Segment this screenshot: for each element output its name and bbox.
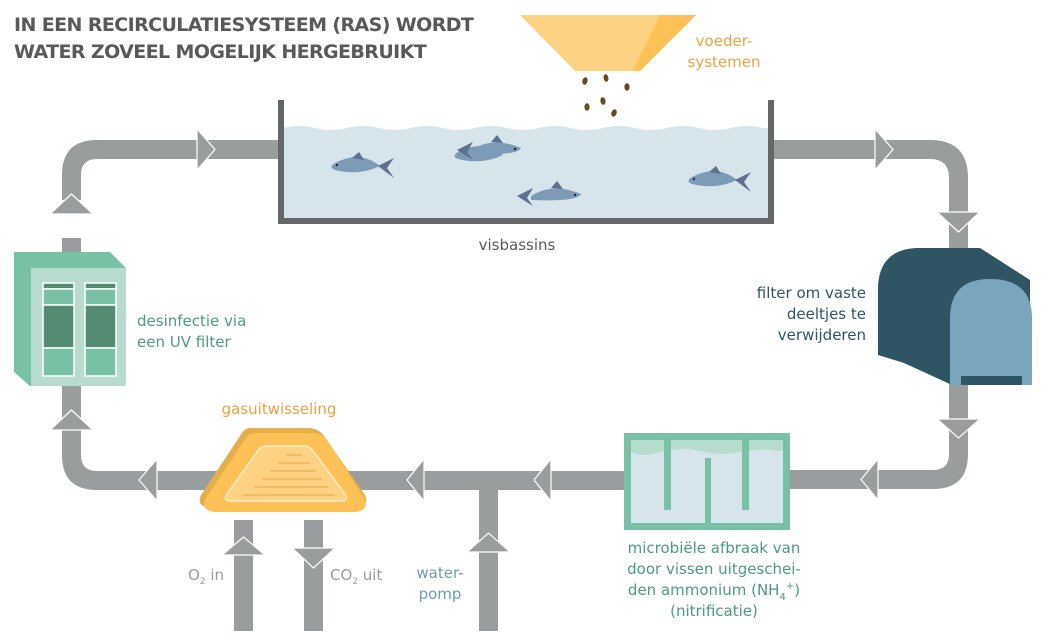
fish — [457, 135, 521, 160]
feeder-hopper — [520, 15, 696, 117]
arrow-up-icon — [220, 536, 267, 556]
arrow-right-icon — [196, 127, 216, 172]
biofilter-tank — [624, 433, 790, 530]
arrow-right-icon — [874, 127, 894, 172]
co2-out-label: CO2 uit — [330, 566, 382, 587]
biofilter-label-1: microbiële afbraak van — [628, 539, 801, 557]
feeder-label-1: voeder- — [696, 32, 753, 50]
pipe-uv-to-tank — [62, 140, 282, 200]
pump-label-1: water- — [416, 564, 463, 582]
flow-arrows — [48, 127, 982, 569]
gas-exchange-label: gasuitwisseling — [222, 400, 337, 418]
solids-filter — [878, 248, 1032, 385]
uv-label-2: een UV filter — [137, 333, 231, 351]
arrow-up-icon — [48, 193, 95, 215]
pipe-co2-out — [304, 520, 323, 631]
arrow-down-icon — [290, 547, 337, 569]
gas-exchange-unit — [199, 428, 367, 512]
solids-filter-label-3: verwijderen — [778, 326, 866, 344]
fish — [688, 166, 751, 192]
feed-pellets — [582, 74, 630, 117]
solids-filter-label-1: filter om vaste — [757, 284, 866, 302]
arrow-down-icon — [935, 211, 982, 233]
uv-filter-unit — [14, 252, 126, 386]
o2-in-label: O2 in — [188, 566, 224, 587]
uv-lamp — [84, 282, 117, 377]
arrow-left-icon — [138, 457, 158, 503]
solids-filter-label-2: deeltjes te — [787, 305, 866, 323]
uv-lamp — [42, 282, 75, 377]
pump-label-2: pomp — [419, 585, 462, 603]
arrow-left-icon — [533, 457, 552, 503]
biofilter-label-3: den ammonium (NH4+) — [628, 581, 800, 603]
feeder-label-2: systemen — [688, 53, 761, 71]
title-line-2: WATER ZOVEEL MOGELIJK HERGEBRUIKT — [14, 41, 427, 63]
fish — [331, 152, 394, 178]
arrow-left-icon — [860, 457, 879, 502]
tank-water — [283, 126, 769, 218]
title-line-1: IN EEN RECIRCULATIESYSTEEM (RAS) WORDT — [14, 14, 474, 36]
uv-label-1: desinfectie via — [137, 312, 246, 330]
tank-label: visbassins — [479, 236, 556, 254]
arrow-down-icon — [935, 418, 982, 439]
biofilter-label-4: (nitrificatie) — [670, 602, 758, 620]
fish-tank — [278, 100, 774, 224]
biofilter-label-2: door vissen uitgeschei- — [627, 560, 801, 578]
pipe-tank-to-filter — [770, 140, 968, 268]
arrow-up-icon — [48, 409, 95, 431]
fish — [517, 181, 581, 206]
pipe-bottom-left-corner — [62, 440, 220, 490]
arrow-left-icon — [406, 457, 425, 503]
arrow-up-icon — [465, 532, 512, 553]
